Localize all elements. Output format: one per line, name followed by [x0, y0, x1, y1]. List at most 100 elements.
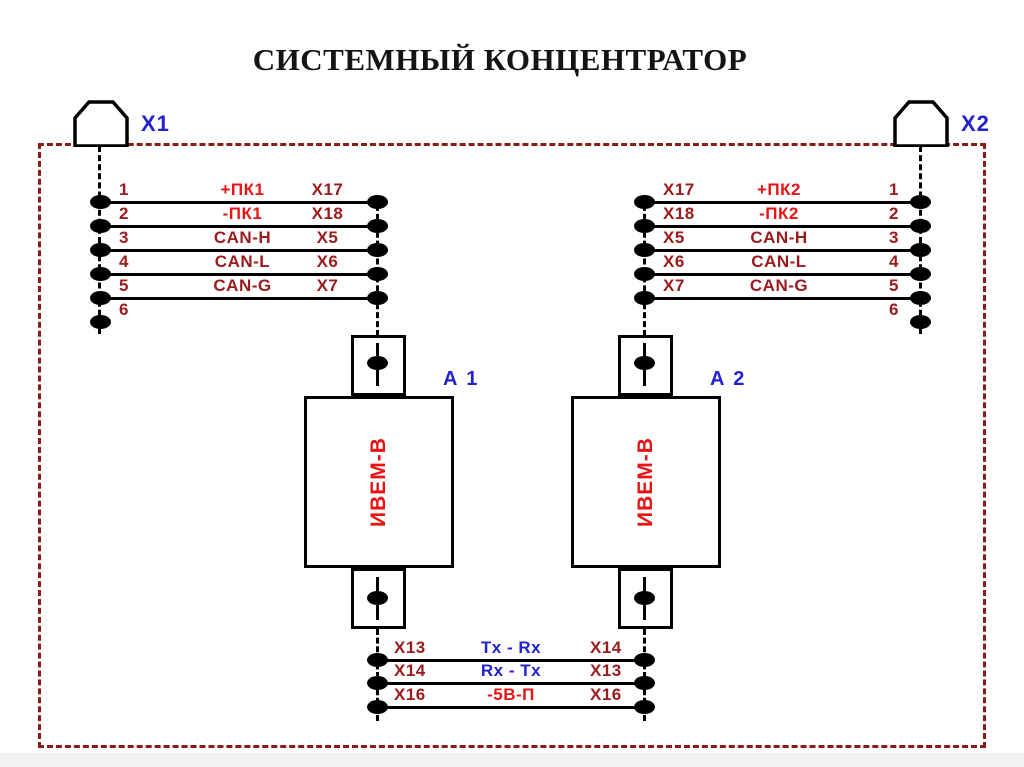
wire	[378, 659, 644, 662]
pin-dot	[367, 219, 388, 233]
a2-top-dashed-line	[643, 196, 646, 336]
pin-dot	[634, 700, 655, 714]
terminal-label: X18	[311, 204, 344, 223]
pin-number: 2	[119, 204, 129, 223]
wire	[644, 225, 920, 228]
a2-ref-label: A 2	[710, 368, 747, 390]
pin-number: 5	[889, 276, 899, 295]
terminal-label: X18	[663, 204, 695, 223]
wire	[100, 225, 378, 228]
terminal-label: X14	[590, 638, 622, 657]
signal-label: CAN-L	[214, 252, 271, 271]
wire	[100, 201, 378, 204]
a1-top-dashed-line	[376, 196, 379, 336]
wire	[100, 297, 378, 300]
pin-number: 2	[889, 204, 899, 223]
pin-dot	[90, 267, 111, 281]
signal-label: Tx - Rx	[480, 638, 542, 657]
terminal-label: X16	[590, 685, 622, 704]
signal-label: -ПК2	[759, 204, 799, 223]
pin-dot	[634, 243, 655, 257]
pin-dot	[367, 291, 388, 305]
a1-bottom-pin-dot	[367, 591, 388, 605]
a2-bottom-pin-dot	[634, 591, 655, 605]
pin-dot	[634, 676, 655, 690]
pin-dot	[90, 291, 111, 305]
a1-bottom-dashed-line	[376, 629, 379, 721]
pin-dot	[910, 243, 931, 257]
pin-dot	[910, 219, 931, 233]
a1-module-body	[304, 396, 454, 568]
wire	[100, 249, 378, 252]
signal-label: -ПК1	[222, 204, 263, 223]
pin-number: 6	[119, 300, 129, 319]
signal-label: CAN-H	[213, 228, 272, 247]
terminal-label: X6	[663, 252, 685, 271]
a2-module-body	[571, 396, 721, 568]
terminal-label: X7	[663, 276, 685, 295]
signal-label: CAN-G	[213, 276, 272, 295]
pin-dot	[634, 219, 655, 233]
pin-dot	[367, 653, 388, 667]
pin-dot	[90, 243, 111, 257]
pin-dot	[910, 267, 931, 281]
pin-dot	[367, 267, 388, 281]
pin-number: 1	[119, 180, 129, 199]
terminal-label: X5	[663, 228, 685, 247]
signal-label: -5В-П	[487, 685, 535, 704]
a1-module-name: ИВЕМ-В	[367, 437, 390, 527]
x2-connector-icon	[893, 100, 949, 147]
pin-dot	[634, 291, 655, 305]
pin-dot	[90, 219, 111, 233]
x2-bus-dashed-line	[919, 146, 922, 334]
pin-dot	[367, 195, 388, 209]
pin-number: 3	[889, 228, 899, 247]
terminal-label: X13	[590, 661, 622, 680]
x1-connector-label: X1	[141, 111, 170, 136]
wire	[644, 273, 920, 276]
signal-label: +ПК2	[757, 180, 801, 199]
wire	[100, 273, 378, 276]
terminal-label: X14	[394, 661, 426, 680]
wire	[378, 682, 644, 685]
x2-connector-label: X2	[961, 111, 990, 136]
a1-top-pin-dot	[367, 356, 388, 370]
pin-dot	[634, 195, 655, 209]
a1-ref-label: A 1	[443, 368, 480, 390]
terminal-label: X16	[394, 685, 426, 704]
a2-top-pin-dot	[634, 356, 655, 370]
terminal-label: X17	[311, 180, 344, 199]
pin-number: 5	[119, 276, 129, 295]
terminal-label: X5	[316, 228, 339, 247]
wire	[644, 201, 920, 204]
pin-dot	[634, 267, 655, 281]
pin-dot	[367, 243, 388, 257]
page-title: СИСТЕМНЫЙ КОНЦЕНТРАТОР	[252, 42, 748, 77]
wire	[378, 706, 644, 709]
pin-number: 3	[119, 228, 129, 247]
concentrator-enclosure-border	[38, 143, 986, 748]
wire	[644, 249, 920, 252]
pin-dot	[90, 315, 111, 329]
signal-label: Rx - Tx	[480, 661, 542, 680]
pin-number: 1	[889, 180, 899, 199]
pin-number: 6	[889, 300, 899, 319]
pin-number: 4	[889, 252, 899, 271]
x1-connector-icon	[73, 100, 129, 147]
pin-dot	[910, 195, 931, 209]
terminal-label: X6	[316, 252, 339, 271]
terminal-label: X13	[394, 638, 426, 657]
x1-bus-dashed-line	[98, 146, 101, 334]
pin-dot	[367, 676, 388, 690]
a2-bottom-dashed-line	[643, 629, 646, 721]
signal-label: +ПК1	[220, 180, 265, 199]
signal-label: CAN-G	[749, 276, 809, 295]
a2-module-name: ИВЕМ-В	[634, 437, 657, 527]
pin-dot	[910, 291, 931, 305]
pin-dot	[910, 315, 931, 329]
terminal-label: X7	[316, 276, 339, 295]
terminal-label: X17	[663, 180, 695, 199]
pin-dot	[634, 653, 655, 667]
pin-dot	[367, 700, 388, 714]
